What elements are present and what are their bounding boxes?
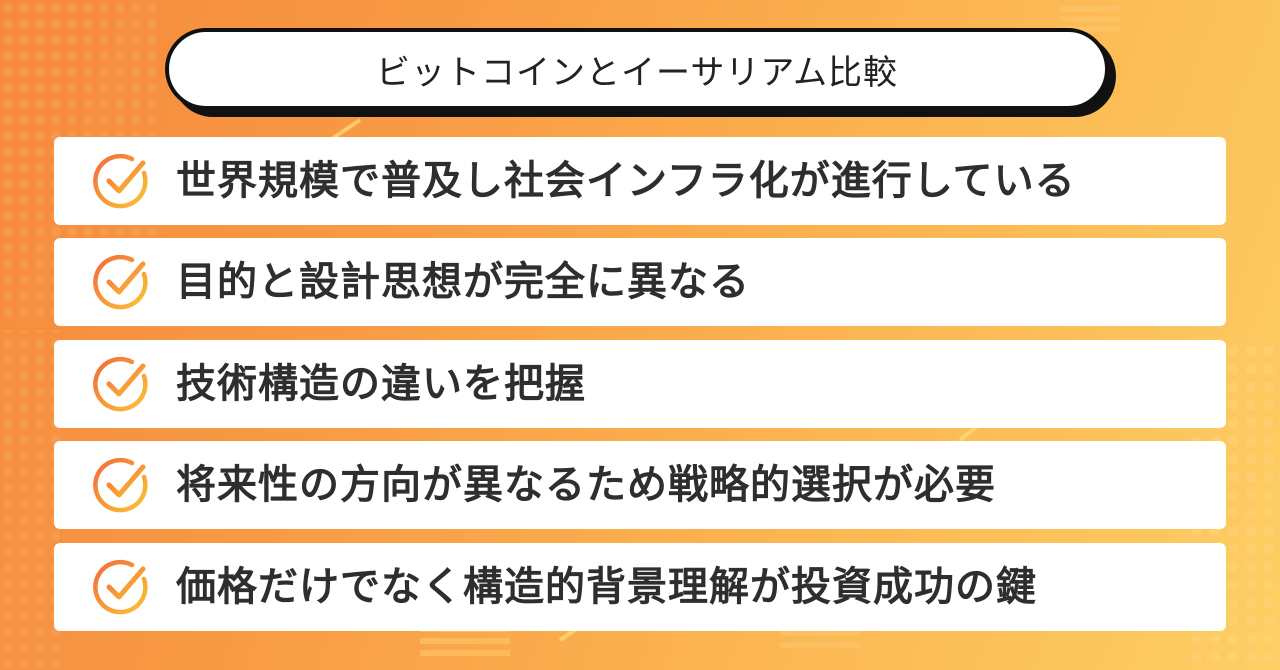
check-circle-icon <box>93 457 148 513</box>
list-item-text: 世界規模で普及し社会インフラ化が進行している <box>176 158 1076 204</box>
page-title: ビットコインとイーサリアム比較 <box>376 52 898 93</box>
list-item-text: 価格だけでなく構造的背景理解が投資成功の鍵 <box>176 564 1037 610</box>
list-item: 世界規模で普及し社会インフラ化が進行している <box>54 137 1226 225</box>
check-circle-icon <box>93 153 148 209</box>
list-item-text: 技術構造の違いを把握 <box>176 361 586 407</box>
list-item: 目的と設計思想が完全に異なる <box>54 238 1226 326</box>
list-item: 将来性の方向が異なるため戦略的選択が必要 <box>54 441 1226 529</box>
list-item: 技術構造の違いを把握 <box>54 340 1226 428</box>
list-item-text: 目的と設計思想が完全に異なる <box>176 259 750 305</box>
list-item: 価格だけでなく構造的背景理解が投資成功の鍵 <box>54 543 1226 631</box>
list-item-text: 将来性の方向が異なるため戦略的選択が必要 <box>176 462 996 508</box>
check-circle-icon <box>93 254 148 310</box>
check-circle-icon <box>93 559 148 615</box>
check-circle-icon <box>93 356 148 412</box>
title-banner: ビットコインとイーサリアム比較 <box>165 28 1109 110</box>
